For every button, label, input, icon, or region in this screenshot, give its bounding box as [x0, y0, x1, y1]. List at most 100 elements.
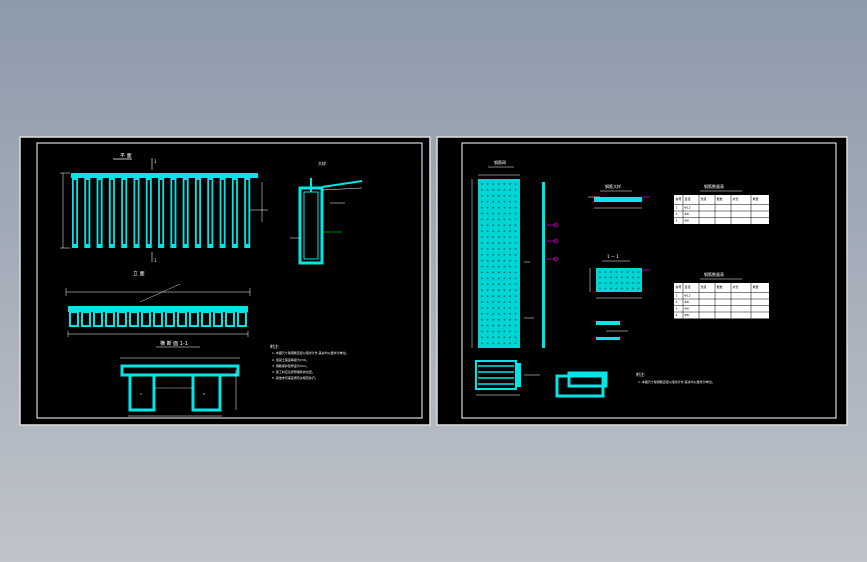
mesh-dot	[486, 212, 489, 215]
mesh-dot	[486, 236, 489, 239]
detail-dot	[626, 271, 629, 273]
elevation-slab	[68, 306, 248, 312]
mesh-dot	[486, 283, 489, 286]
table-1-title: 钢筋数量表	[704, 183, 724, 189]
mesh-dot	[497, 301, 500, 303]
mesh-dot	[503, 236, 506, 239]
detail-dot	[604, 276, 607, 279]
mesh-dot	[514, 330, 517, 333]
detail-dot	[637, 287, 640, 290]
mesh-dot	[497, 330, 500, 333]
mesh-dot	[503, 342, 506, 345]
plan-view: 平 面 1 1	[60, 153, 268, 263]
mesh-dot	[481, 283, 483, 286]
mesh-dot	[503, 248, 506, 250]
plan-bar-slot	[73, 180, 77, 244]
mesh-dot	[514, 248, 517, 250]
mesh-dot	[503, 242, 506, 244]
mesh-dot	[497, 324, 500, 327]
elevation-tooth	[93, 311, 103, 327]
table-2-header: 长度	[701, 284, 707, 289]
mesh-dot	[492, 330, 495, 333]
elevation-tooth	[141, 311, 151, 327]
mesh-dot	[492, 342, 495, 345]
mesh-dot	[486, 318, 489, 321]
mesh-dot	[492, 289, 495, 292]
mesh-dot	[492, 277, 495, 280]
mesh-dot	[486, 301, 489, 303]
mesh-dot	[514, 206, 517, 209]
mesh-dot	[481, 277, 483, 280]
mesh-dot	[503, 318, 506, 321]
svg-text:1: 1	[140, 392, 142, 396]
mesh-dot	[503, 265, 506, 268]
detail-dot	[610, 271, 612, 273]
plan-bar-slot	[246, 180, 249, 244]
mesh-dot	[509, 312, 511, 315]
side-detail: 大样	[290, 160, 363, 265]
mesh-dot	[497, 265, 500, 268]
mesh-dot	[497, 259, 500, 262]
elevation-tooth	[129, 311, 139, 327]
cross-section-view: 横 断 面 1-1 1 2	[120, 340, 240, 417]
mesh-dot	[514, 224, 517, 227]
mesh-dot	[492, 295, 495, 297]
plan-bar-slot	[172, 180, 175, 244]
mesh-dot	[503, 283, 506, 286]
mesh-dot	[509, 342, 511, 345]
plan-bar-slot	[98, 180, 101, 244]
mesh-dot	[509, 318, 511, 321]
elevation-tooth	[81, 311, 91, 327]
mesh-dot	[481, 253, 483, 256]
left-note-1: 1. 本图尺寸除钢筋直径以毫米计外,其余均以厘米为单位。	[272, 350, 349, 355]
mesh-dot	[503, 218, 506, 221]
table-2-header: 根数	[717, 284, 723, 289]
table-1-bg	[674, 195, 769, 224]
mesh-dot	[486, 224, 489, 227]
section-marker-bottom: 1	[154, 258, 157, 263]
mesh-dot	[509, 189, 511, 191]
table-1-cell: 3	[676, 219, 678, 223]
mesh-dot	[497, 307, 500, 309]
mesh-panel-view: 钢筋网	[471, 159, 534, 348]
mesh-dot	[481, 200, 483, 203]
mesh-dot	[509, 324, 511, 327]
mesh-title: 钢筋网	[494, 159, 506, 165]
mesh-dot	[481, 183, 483, 185]
mesh-dot	[486, 183, 489, 185]
left-note-3: 3. 钢筋保护层厚度为3cm。	[272, 363, 309, 368]
detail-dot	[615, 287, 618, 290]
mesh-dot	[509, 224, 511, 227]
right-sheet-frame	[461, 142, 837, 419]
mesh-dot	[486, 259, 489, 262]
elevation-tooth	[117, 311, 127, 327]
mesh-dot	[486, 230, 489, 233]
plan-bar-slot	[209, 180, 212, 244]
elevation-teeth	[69, 311, 247, 327]
mesh-dot	[481, 295, 483, 297]
plan-bar-slot	[147, 180, 150, 244]
cross-section-deck	[120, 364, 240, 377]
table-1-header: 直径	[685, 196, 691, 201]
mesh-dot	[497, 318, 500, 321]
mesh-dot	[486, 312, 489, 315]
mesh-dot	[481, 330, 483, 333]
mesh-dot	[486, 194, 489, 197]
table-2-cell: 3	[676, 307, 678, 311]
table-2-header: 共长	[733, 284, 739, 289]
detail-dot	[632, 282, 634, 284]
mesh-dot	[497, 236, 500, 239]
plan-bar-slot	[135, 180, 138, 244]
mesh-dot	[481, 312, 483, 315]
mesh-dot	[497, 253, 500, 256]
mesh-dot	[514, 230, 517, 233]
left-sheet-frame	[36, 142, 423, 419]
mesh-dot	[503, 336, 506, 339]
plan-bar-slot	[110, 180, 114, 244]
detail-dot	[632, 287, 634, 290]
mesh-dot	[514, 307, 517, 309]
detail-dot	[632, 276, 634, 279]
table-1-header: 共长	[733, 196, 739, 201]
mesh-dot	[492, 265, 495, 268]
